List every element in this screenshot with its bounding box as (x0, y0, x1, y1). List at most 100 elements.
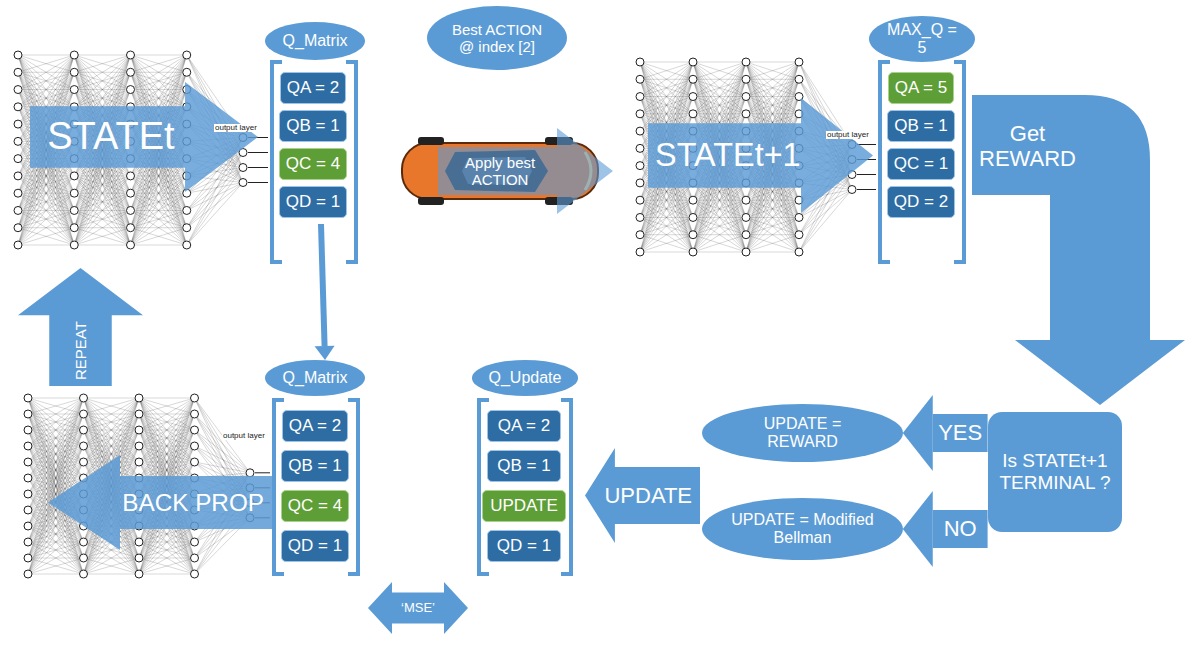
q-value-box: QB = 1 (281, 450, 348, 482)
q-value-box: QA = 2 (280, 72, 346, 104)
flow-arrow: BACK PROP (48, 455, 273, 550)
text-area: QD = 1 (492, 532, 555, 560)
text-area: Q_Matrix (279, 363, 351, 393)
q-value-box: QD = 1 (279, 186, 347, 218)
node-text: UPDATE = Modified Bellman (730, 511, 874, 548)
text-area: Best ACTION @ index [2] (447, 11, 548, 65)
best-q-box: UPDATE (482, 490, 566, 522)
flow-arrow: Apply best ACTION (438, 128, 613, 214)
best-q-box: QA = 5 (888, 72, 954, 104)
node-text: QA = 2 (498, 416, 550, 436)
label-ellipse: Q_Matrix (265, 360, 365, 396)
text-area: QB = 1 (492, 452, 555, 480)
text-area: Q_Matrix (279, 25, 351, 57)
node-text: Best ACTION @ index [2] (447, 21, 548, 56)
text-area: Apply best ACTION (443, 147, 557, 195)
layer-label: output layer (826, 131, 870, 139)
arrow-label: Get REWARD (975, 108, 1080, 184)
text-area: QB = 1 (284, 112, 341, 140)
node-text: QA = 2 (287, 78, 339, 98)
text-area: QD = 1 (286, 532, 344, 560)
text-area: REPEAT (49, 315, 112, 386)
layer-label: output layer (214, 124, 258, 132)
text-area: STATEt+1 (655, 123, 801, 187)
text-area: UPDATE (488, 492, 560, 520)
text-area: QD = 2 (892, 188, 950, 216)
q-value-box: QC = 1 (887, 148, 955, 180)
q-value-box: QB = 1 (487, 450, 561, 482)
node-text: Apply best ACTION (443, 154, 557, 189)
flow-arrow (315, 224, 335, 360)
reward-arrow (972, 95, 1185, 405)
double-arrow: ‘MSE’ (368, 582, 468, 634)
q-value-box: QD = 2 (887, 186, 955, 218)
node-text: Q_Update (489, 369, 562, 387)
label-ellipse: Best ACTION @ index [2] (427, 6, 567, 70)
matrix-bracket (272, 62, 964, 574)
connector-line (321, 224, 325, 346)
text-area: QB = 1 (892, 112, 949, 140)
flow-arrow: UPDATE (585, 448, 700, 543)
text-area: QB = 1 (286, 452, 343, 480)
node-text: Get REWARD (975, 121, 1080, 172)
node-text: QC = 1 (894, 154, 948, 174)
node-text: UPDATE = REWARD (730, 415, 874, 452)
arrowhead (903, 491, 933, 567)
q-value-box: QA = 2 (487, 410, 561, 442)
arrowhead (903, 395, 933, 471)
best-q-box: QC = 4 (279, 148, 347, 180)
q-value-box: QB = 1 (887, 110, 954, 142)
node-text: UPDATE (490, 496, 558, 516)
label-ellipse: Q_Update (472, 360, 579, 396)
connector-line (933, 414, 988, 452)
node-text: QB = 1 (286, 116, 339, 136)
text-area: ‘MSE’ (390, 592, 446, 623)
decision-box: Is STATEt+1 TERMINAL ? (988, 412, 1123, 532)
node-text: REPEAT (72, 321, 89, 380)
q-value-box: QB = 1 (279, 110, 346, 142)
label-ellipse: Q_Matrix (265, 22, 365, 60)
node-text: Is STATEt+1 TERMINAL ? (993, 450, 1117, 494)
node-text: BACK PROP (122, 489, 264, 517)
edge-label: NO (944, 516, 977, 542)
connector-line (933, 510, 988, 548)
text-area: BACK PROP (120, 476, 266, 529)
node-text: ‘MSE’ (401, 601, 435, 616)
node-text: QC = 4 (286, 154, 340, 174)
node-text: MAX_Q = 5 (884, 21, 960, 58)
flow-arrow: STATEt (30, 82, 258, 192)
node-text: QD = 1 (288, 536, 342, 556)
text-area: UPDATE (599, 467, 698, 524)
edge-label: YES (938, 420, 982, 446)
text-area: Is STATEt+1 TERMINAL ? (993, 418, 1117, 526)
node-text: QC = 4 (288, 496, 342, 516)
q-value-box: QA = 2 (282, 410, 348, 442)
node-text: QD = 1 (286, 192, 340, 212)
text-area: Get REWARD (975, 108, 1080, 184)
text-area: QA = 2 (287, 412, 343, 440)
node-text: QB = 1 (288, 456, 341, 476)
text-area: QA = 2 (285, 74, 341, 102)
label-ellipse: UPDATE = REWARD (702, 404, 903, 462)
node-text: QA = 5 (895, 78, 947, 98)
node-text: QD = 1 (497, 536, 551, 556)
q-value-box: QD = 1 (281, 530, 349, 562)
node-text: Q_Matrix (283, 32, 348, 50)
node-text: QD = 2 (894, 192, 948, 212)
text-area: QD = 1 (284, 188, 342, 216)
flow-arrow: REPEAT (18, 268, 143, 386)
node-text: STATEt+1 (655, 137, 801, 174)
neural-network (14, 51, 876, 578)
text-area: STATEt (37, 106, 185, 168)
output-arrows (248, 138, 268, 183)
text-area: QA = 5 (893, 74, 949, 102)
node-text: UPDATE (604, 483, 692, 508)
text-area: QC = 4 (286, 492, 344, 520)
text-area: QA = 2 (492, 412, 555, 440)
text-area: QC = 1 (892, 150, 950, 178)
best-q-box: QC = 4 (281, 490, 349, 522)
q-value-box: QD = 1 (487, 530, 561, 562)
